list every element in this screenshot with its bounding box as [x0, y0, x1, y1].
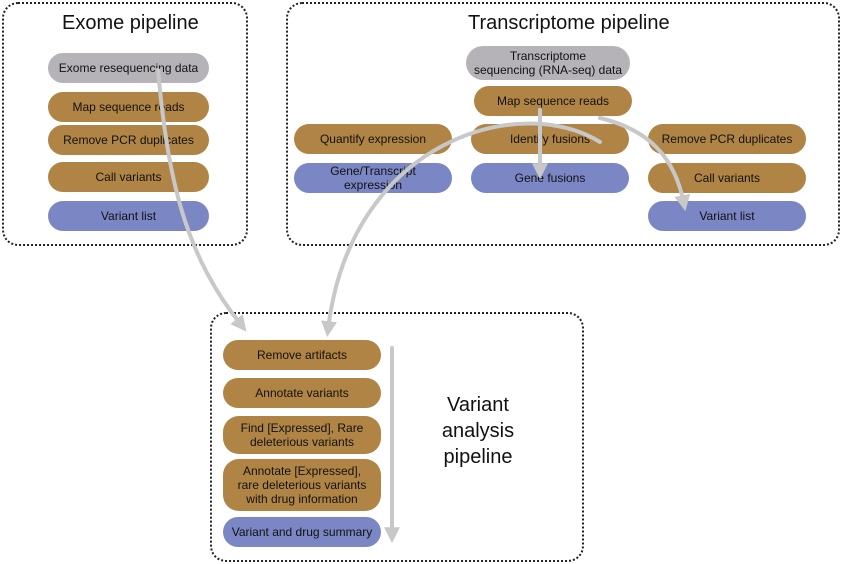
- transcriptome-pipeline-panel: Transcriptome pipeline Transcriptome seq…: [286, 2, 840, 246]
- transcriptome-input-data: Transcriptome sequencing (RNA-seq) data: [466, 46, 630, 80]
- exome-pipeline-panel: Exome pipeline Exome resequencing data M…: [2, 2, 248, 246]
- find-expressed-rare-variants: Find [Expressed], Rare deleterious varia…: [223, 416, 381, 454]
- annotate-drug-line-3: with drug information: [246, 492, 358, 506]
- variant-analysis-title-line-1: Variant: [447, 394, 509, 416]
- transcriptome-call-variants: Call variants: [648, 163, 806, 193]
- identify-fusions: Identify fusions: [471, 124, 629, 154]
- annotate-variants: Annotate variants: [223, 378, 381, 408]
- annotate-variants-label: Annotate variants: [255, 386, 349, 400]
- remove-artifacts-label: Remove artifacts: [256, 348, 348, 362]
- variant-drug-summary-label: Variant and drug summary: [231, 525, 373, 539]
- transcriptome-map-reads: Map sequence reads: [474, 86, 632, 116]
- transcriptome-variant-list: Variant list: [648, 201, 806, 231]
- exome-call-variants: Call variants: [48, 162, 209, 192]
- exome-input-data: Exome resequencing data: [48, 53, 209, 83]
- annotate-drug-line-2: rare deleterious variants: [237, 478, 367, 492]
- variant-analysis-title: Variant analysis pipeline: [418, 392, 538, 470]
- gene-fusions: Gene fusions: [471, 163, 629, 193]
- annotate-drug-line-1: Annotate [Expressed],: [242, 464, 362, 478]
- transcriptome-remove-duplicates: Remove PCR duplicates: [648, 124, 806, 154]
- exome-variant-list: Variant list: [48, 201, 209, 231]
- transcriptome-input-line-2: sequencing (RNA-seq) data: [473, 63, 623, 77]
- variant-analysis-title-line-2: analysis: [441, 420, 515, 442]
- exome-pipeline-title: Exome pipeline: [62, 12, 199, 34]
- find-variants-line-1: Find [Expressed], Rare: [240, 421, 364, 435]
- remove-artifacts: Remove artifacts: [223, 340, 381, 370]
- transcriptome-pipeline-title: Transcriptome pipeline: [468, 12, 670, 34]
- variant-analysis-title-line-3: pipeline: [443, 446, 513, 468]
- exome-map-reads: Map sequence reads: [48, 92, 209, 122]
- gene-transcript-expression: Gene/Transcript expression: [294, 163, 452, 193]
- exome-remove-duplicates: Remove PCR duplicates: [48, 125, 209, 155]
- transcriptome-input-line-1: Transcriptome: [509, 49, 587, 63]
- variant-drug-summary: Variant and drug summary: [223, 517, 381, 547]
- quantify-expression: Quantify expression: [294, 124, 452, 154]
- annotate-drug-information: Annotate [Expressed], rare deleterious v…: [223, 459, 381, 511]
- find-variants-line-2: deleterious variants: [249, 435, 355, 449]
